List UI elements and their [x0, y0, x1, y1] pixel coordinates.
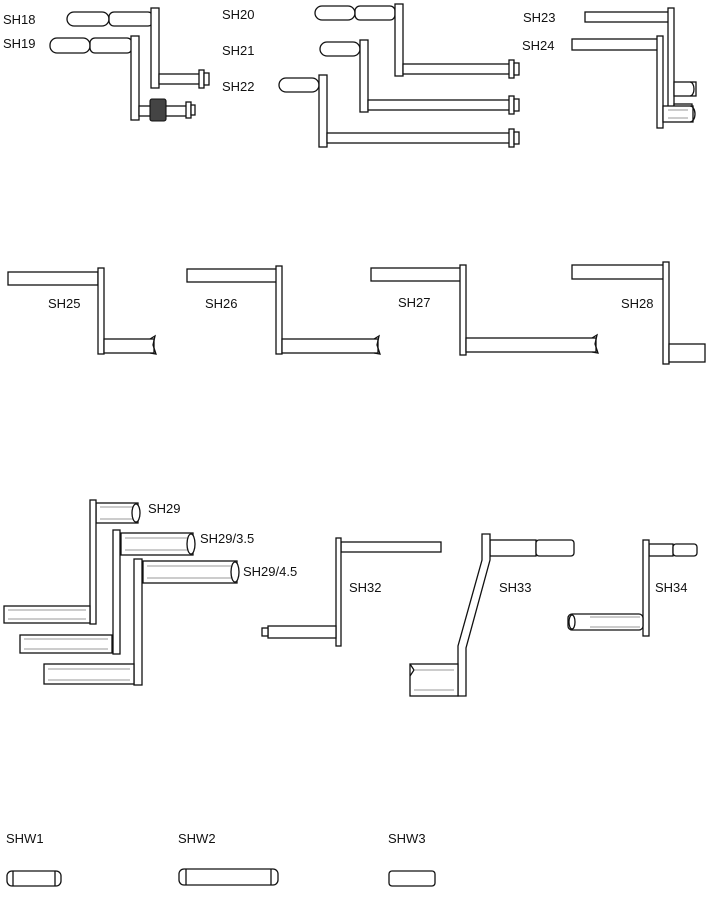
part-sh27: [370, 264, 599, 356]
label-sh34: SH34: [655, 580, 688, 595]
label-sh18: SH18: [3, 12, 36, 27]
label-sh24: SH24: [522, 38, 555, 53]
part-sh33: [409, 533, 575, 697]
part-sh28: [571, 261, 706, 365]
part-sh18: [66, 7, 210, 89]
part-sh29-4-5: [43, 558, 240, 686]
part-sh25: [7, 267, 157, 355]
part-sh32: [261, 537, 442, 647]
label-shw3: SHW3: [388, 831, 426, 846]
part-sh22: [278, 74, 520, 148]
label-sh19: SH19: [3, 36, 36, 51]
label-sh25: SH25: [48, 296, 81, 311]
label-shw2: SHW2: [178, 831, 216, 846]
part-sh20: [314, 3, 520, 79]
part-shw3: [388, 870, 436, 887]
part-sh24: [571, 35, 696, 129]
label-sh20: SH20: [222, 7, 255, 22]
part-sh21: [319, 39, 520, 115]
part-sh29-3-5: [19, 529, 196, 655]
label-sh28: SH28: [621, 296, 654, 311]
label-sh26: SH26: [205, 296, 238, 311]
label-sh22: SH22: [222, 79, 255, 94]
label-sh33: SH33: [499, 580, 532, 595]
part-shw2: [178, 868, 279, 886]
label-sh21: SH21: [222, 43, 255, 58]
part-sh29: [3, 499, 141, 625]
part-sh19: [49, 35, 196, 122]
part-sh26: [186, 265, 381, 355]
part-sh34: [567, 539, 698, 637]
part-sh23: [584, 7, 697, 115]
label-sh29-4-5: SH29/4.5: [243, 564, 297, 579]
label-shw1: SHW1: [6, 831, 44, 846]
part-shw1: [6, 870, 62, 887]
label-sh32: SH32: [349, 580, 382, 595]
label-sh29-3-5: SH29/3.5: [200, 531, 254, 546]
label-sh29: SH29: [148, 501, 181, 516]
label-sh23: SH23: [523, 10, 556, 25]
label-sh27: SH27: [398, 295, 431, 310]
